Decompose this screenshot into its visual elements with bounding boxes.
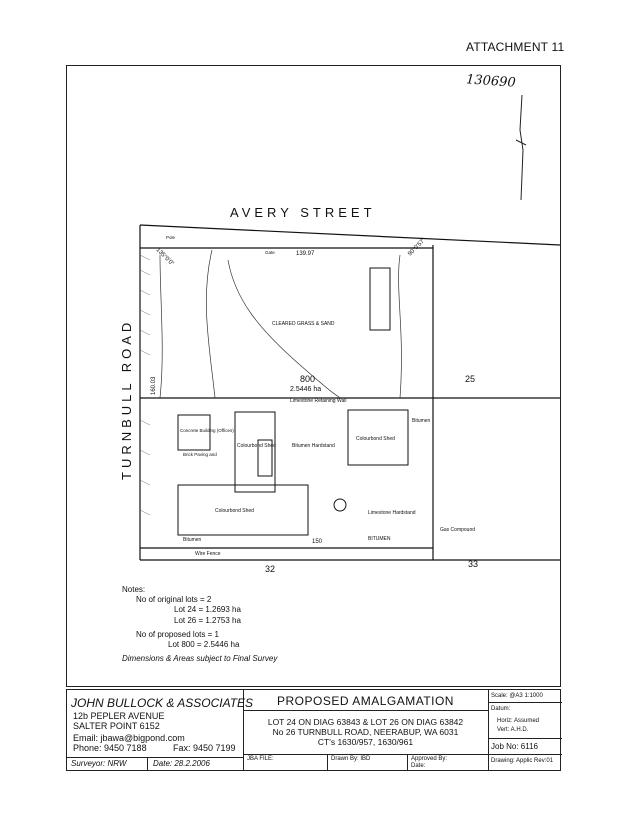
firm-address-1: 12b PEPLER AVENUE [73, 711, 165, 721]
neighbor-south: 32 [265, 564, 275, 574]
dim-north: 139.97 [296, 251, 315, 257]
drawing-frame [66, 65, 561, 687]
structures [177, 267, 409, 536]
label-brick-paving: Brick Paving and [183, 452, 217, 457]
notes-row: Lot 800 = 2.5446 ha [168, 640, 240, 650]
lot-number: 800 [300, 374, 315, 384]
notes-row: No of proposed lots = 1 [136, 629, 219, 639]
lot-area: 2.5446 ha [290, 386, 321, 393]
vert-datum: Vert: A.H.D. [497, 727, 529, 733]
dim-south: 150 [312, 539, 323, 545]
jba-file: JBA FILE: [247, 756, 274, 762]
horiz-datum: Horiz: Assumed [497, 718, 540, 724]
approved-date: Date: [411, 763, 426, 769]
surveyor: Surveyor: NRW [71, 759, 127, 768]
lot-description-3: CT's 1630/957, 1630/961 [317, 737, 414, 747]
marginal-mark [515, 94, 527, 201]
firm-address-2: SALTER POINT 6152 [73, 721, 160, 731]
label-pole: Pole [166, 235, 176, 240]
scale: Scale: @A3 1:1000 [491, 693, 543, 699]
survey-date: Date: 28.2.2006 [153, 759, 210, 768]
approved-by: Approved By: [411, 756, 448, 762]
datum: Datum: [491, 706, 511, 712]
contour-lines [159, 249, 402, 399]
drawn-by: Drawn By: IBD [331, 756, 371, 762]
notes-row: Lot 24 = 1.2693 ha [174, 605, 241, 615]
notes-footer: Dimensions & Areas subject to Final Surv… [122, 654, 278, 664]
title-block: JOHN BULLOCK & ASSOCIATES 12b PEPLER AVE… [66, 689, 562, 771]
drawing-number: Drawing: Applic Rev:01 [491, 758, 554, 764]
label-limestone-wall: Limestone Retaining Wall [290, 398, 347, 404]
hatching [139, 254, 151, 516]
label-bitumen-hardstand: Bitumen Hardstand [292, 443, 335, 449]
neighbor-east: 25 [465, 374, 475, 384]
label-bitumen-east: Bitumen [412, 418, 431, 424]
label-colourbond-shed-east: Colourbond Shed [356, 436, 395, 442]
label-colourbond-shed-south: Colourbond Shed [215, 508, 254, 514]
lot-boundary [139, 224, 561, 561]
street-west-label: TURNBULL ROAD [119, 319, 134, 480]
firm-fax: Fax: 9450 7199 [173, 743, 236, 753]
drawing-title: PROPOSED AMALGAMATION [277, 694, 454, 708]
label-bitumen-west: Bitumen [183, 537, 202, 543]
lot-description-2: No 26 TURNBULL ROAD, NEERABUP, WA 6031 [272, 727, 459, 737]
firm-email: Email: jbawa@bigpond.com [73, 733, 185, 743]
notes-heading: Notes: [122, 585, 146, 594]
notes: Notes: No of original lots = 2 Lot 24 = … [122, 585, 277, 664]
lot-description-1: LOT 24 ON DIAG 63843 & LOT 26 ON DIAG 63… [267, 717, 464, 727]
label-colourbond-shed-center: Colourbond Shed [237, 443, 276, 449]
job-number: Job No: 6116 [491, 742, 538, 751]
label-limestone-hardstand: Limestone Hardstand [368, 510, 416, 516]
label-bitumen-south: BITUMEN [368, 536, 391, 542]
label-concrete-building: Concrete Building (Offices) [180, 428, 234, 433]
firm-phone: Phone: 9450 7188 [73, 743, 147, 753]
firm-name: JOHN BULLOCK & ASSOCIATES [71, 696, 254, 710]
dim-west: 160.03 [151, 376, 157, 395]
notes-row: Lot 26 = 1.2753 ha [174, 615, 241, 625]
neighbor-se: 33 [468, 559, 478, 569]
bearing-nw: 135°0'0" [155, 247, 175, 267]
label-cleared: CLEARED GRASS & SAND [272, 321, 335, 327]
label-wire-fence: Wire Fence [195, 551, 221, 557]
label-gas-compound: Gas Compound [440, 527, 475, 533]
bearing-ne: 90°0'57" [407, 237, 427, 257]
attachment-label: ATTACHMENT 11 [466, 40, 565, 54]
notes-row: No of original lots = 2 [136, 595, 212, 605]
street-north-label: AVERY STREET [230, 205, 376, 220]
label-gate: Gate [265, 250, 275, 255]
